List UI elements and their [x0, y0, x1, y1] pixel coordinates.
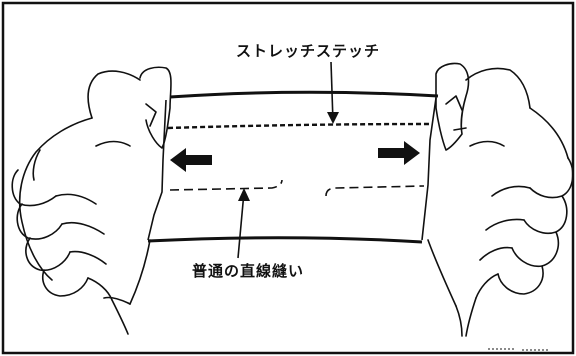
left-arrow-icon — [170, 148, 212, 172]
fabric-left-side — [147, 99, 167, 241]
stretch-stitch-label: ストレッチステッチ — [236, 42, 381, 60]
straight-stitch-pointer-head — [238, 188, 250, 201]
stretch-stitch-pointer-head — [327, 112, 339, 124]
stretch-stitch-line — [167, 122, 431, 130]
fabric-top-edge — [169, 90, 439, 99]
fabric-right-side — [421, 97, 437, 241]
scan-mark — [488, 348, 550, 351]
left-hand-illustration — [11, 66, 172, 335]
fabric-bottom-edge — [147, 236, 423, 244]
right-arrow-icon — [378, 141, 420, 165]
straight-stitch-label: 普通の直線縫い — [192, 262, 305, 280]
straight-stitch-line-left — [169, 179, 283, 191]
straight-stitch-pointer — [237, 191, 245, 259]
right-hand-illustration — [427, 62, 574, 337]
straight-stitch-line-right — [325, 185, 425, 197]
